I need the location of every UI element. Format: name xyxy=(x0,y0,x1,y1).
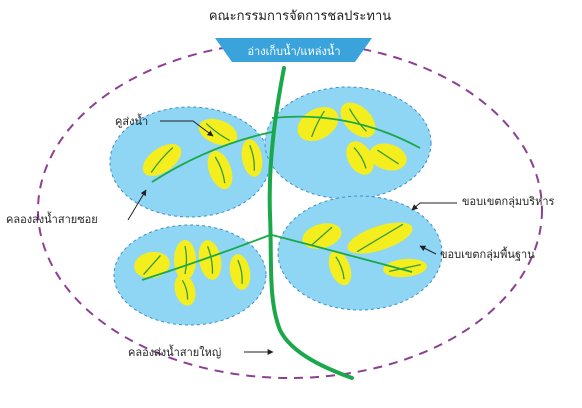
main-canal-label: คลองส่งน้ำสายใหญ่ xyxy=(128,344,221,359)
management-boundary xyxy=(37,41,543,379)
field-leaf xyxy=(383,258,427,278)
field-leaf xyxy=(347,222,413,254)
field-leaves xyxy=(134,102,427,306)
field-leaf xyxy=(328,250,352,286)
reservoir-shape xyxy=(215,38,372,62)
field-leaf xyxy=(198,240,222,280)
lateral-canal-label: คลองส่งน้ำสายซอย xyxy=(6,211,98,226)
diagram-title: คณะกรรมการจัดการชลประทาน xyxy=(209,9,391,24)
field-leaf xyxy=(229,254,251,290)
management-zone-arrow xyxy=(411,202,457,211)
field-leaf xyxy=(174,274,196,306)
field-leaf xyxy=(297,106,339,142)
field-leaf xyxy=(346,141,374,175)
lateral-canal-arrow xyxy=(127,189,147,221)
field-leaf xyxy=(302,223,342,249)
field-leaf xyxy=(241,139,263,177)
basic-group-label: ขอบเขตกลุ่มพื้นฐาน xyxy=(440,246,535,261)
main-canal xyxy=(267,66,354,380)
basic-group-arrow xyxy=(419,245,437,255)
management-zone-label: ขอบเขตกลุ่มบริหาร xyxy=(462,195,555,208)
annotations: คูส่งน้ำ คลองส่งน้ำสายซอย ขอบเขตกลุ่มบริ… xyxy=(6,113,555,359)
ditch-arrow xyxy=(160,120,214,137)
field-leaf xyxy=(198,118,238,146)
lateral-canals xyxy=(141,115,421,281)
field-leaf xyxy=(174,240,196,280)
field-leaf xyxy=(369,143,407,171)
field-leaf xyxy=(142,144,182,176)
reservoir-label: อ่างเก็บน้ำ/แหล่งน้ำ xyxy=(247,43,340,58)
field-leaf xyxy=(134,251,170,279)
ditch-label: คูส่งน้ำ xyxy=(115,113,148,128)
field-leaf xyxy=(207,150,233,190)
field-leaf xyxy=(340,102,376,138)
